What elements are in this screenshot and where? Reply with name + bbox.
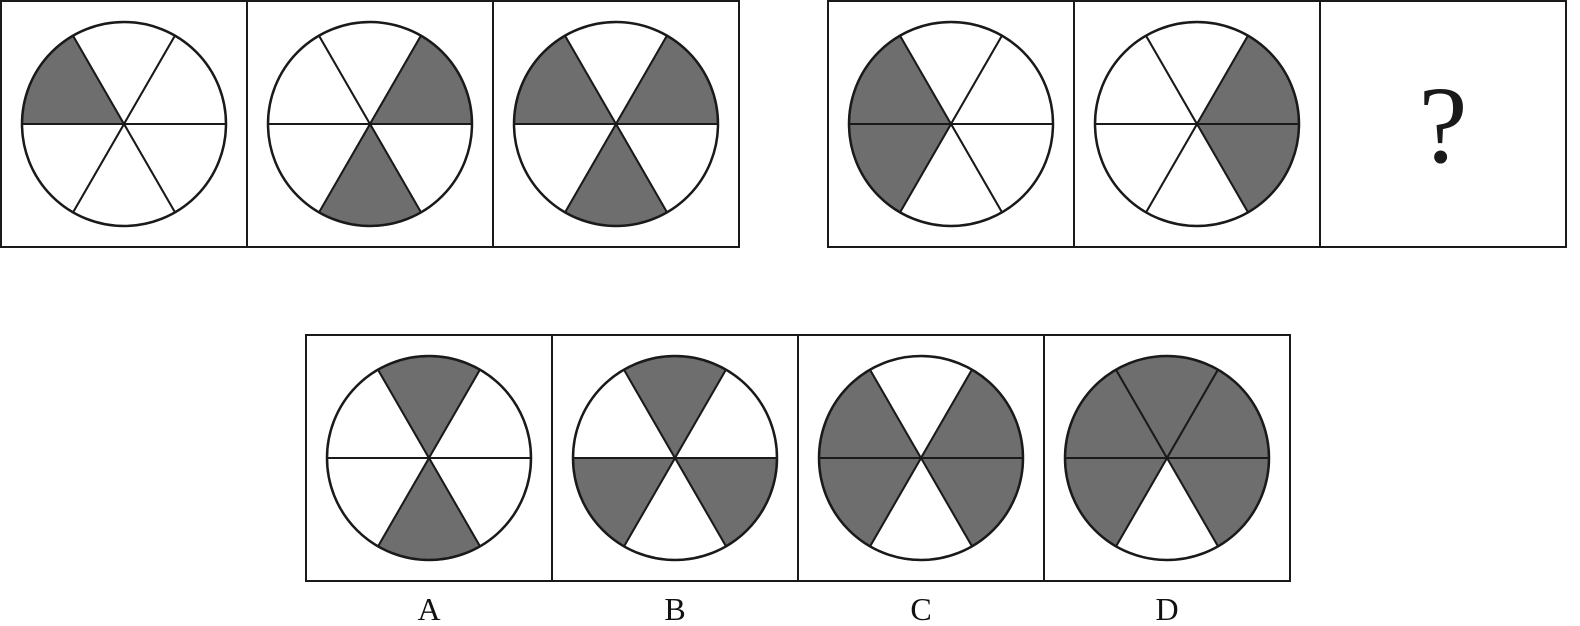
group-two-cell-3 [1319,0,1567,248]
option-label: B [664,591,685,626]
sequence-group-two: ? [827,0,1567,248]
sequence-group-one [0,0,740,248]
group-two-cell-2-wheel [1093,20,1301,228]
wheel-outline [1093,20,1301,228]
answer-options: A B C D [305,334,1291,626]
wheel-outline [847,20,1055,228]
group-one-cell-3-wheel [512,20,720,228]
wheel-outline [325,354,533,562]
group-one-cell-1-wheel [20,20,228,228]
option-label: C [910,591,931,626]
wheel-outline [266,20,474,228]
question-mark: ? [1419,64,1468,186]
option-c-wheel [817,354,1025,562]
option-c[interactable]: C [797,334,1045,626]
group-one-cell-2-wheel [266,20,474,228]
option-box [1043,334,1291,582]
wheel-outline [817,354,1025,562]
option-d-wheel [1063,354,1271,562]
wheel-outline [20,20,228,228]
wheel-outline [1063,354,1271,562]
option-a[interactable]: A [305,334,553,626]
group-one-cell-3 [492,0,740,248]
wheel-outline [512,20,720,228]
option-b-wheel [571,354,779,562]
option-a-wheel [325,354,533,562]
option-b[interactable]: B [551,334,799,626]
option-d[interactable]: D [1043,334,1291,626]
group-two-cell-1-wheel [847,20,1055,228]
wheel-outline [571,354,779,562]
option-label: A [417,591,440,626]
option-label: D [1155,591,1178,626]
